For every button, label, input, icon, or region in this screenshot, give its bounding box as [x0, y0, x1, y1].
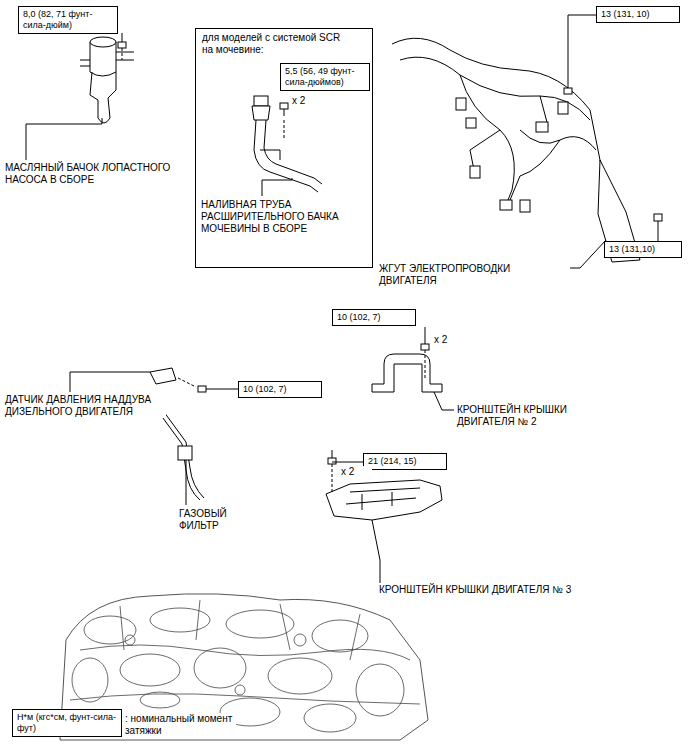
- torque-value: 8,0 (82, 71 фунт-сила-дюйм): [23, 9, 113, 31]
- quantity-note: x 2: [340, 466, 372, 478]
- torque-value: Н*м (кгс*см, фунт-сила-фут): [17, 712, 117, 734]
- torque-box: 5,5 (56, 49 фунт-сила-дюймов): [280, 63, 370, 91]
- part-name: КРОНШТЕЙН КРЫШКИ ДВИГАТЕЛЯ № 2: [456, 404, 608, 428]
- part-name: ДАТЧИК ДАВЛЕНИЯ НАДДУВА ДИЗЕЛЬНОГО ДВИГА…: [4, 394, 166, 418]
- torque-value: 10 (102, 7): [337, 312, 411, 323]
- torque-box: 10 (102, 7): [238, 381, 322, 398]
- quantity-note: x 2: [292, 95, 322, 107]
- torque-value: 5,5 (56, 49 фунт-сила-дюймов): [285, 66, 365, 88]
- torque-value: 13 (131, 10): [601, 9, 675, 20]
- variant-heading: для моделей с системой SCR на мочевине:: [202, 32, 352, 56]
- torque-box: 10 (102, 7): [332, 309, 416, 326]
- torque-box: 8,0 (82, 71 фунт-сила-дюйм): [18, 6, 118, 34]
- part-name: НАЛИВНАЯ ТРУБА РАСШИРИТЕЛЬНОГО БАЧКА МОЧ…: [201, 199, 351, 235]
- quantity-note: x 2: [433, 334, 465, 346]
- legend-box: Н*м (кгс*см, фунт-сила-фут): [12, 709, 122, 737]
- torque-value: 10 (102, 7): [243, 384, 317, 395]
- torque-box: 13 (131,10): [604, 241, 682, 258]
- part-name: КРОНШТЕЙН КРЫШКИ ДВИГАТЕЛЯ № 3: [378, 584, 640, 596]
- part-name: МАСЛЯНЫЙ БАЧОК ЛОПАСТНОГО НАСОСА В СБОРЕ: [4, 162, 186, 186]
- variant-box: для моделей с системой SCR на мочевине: Н…: [195, 28, 373, 268]
- torque-value: 21 (214, 15): [368, 456, 442, 467]
- torque-box: 21 (214, 15): [363, 453, 447, 470]
- part-name: ГАЗОВЫЙ ФИЛЬТР: [178, 508, 250, 532]
- torque-value: 13 (131,10): [609, 244, 677, 255]
- torque-box: 13 (131, 10): [596, 6, 680, 23]
- part-name: ЖГУТ ЭЛЕКТРОПРОВОДКИ ДВИГАТЕЛЯ: [378, 263, 570, 287]
- legend-text: : номинальный момент затяжки: [124, 713, 236, 737]
